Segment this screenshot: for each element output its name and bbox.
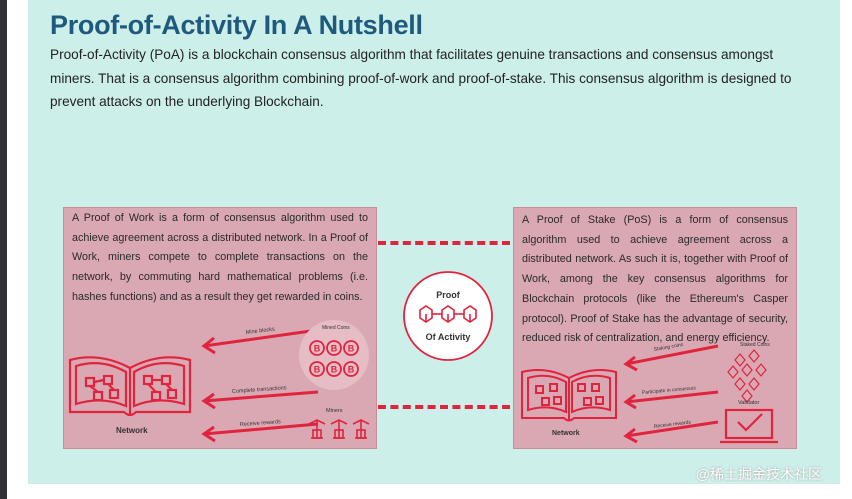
complete-transactions-arrow-label: Complete transactions xyxy=(232,385,287,395)
staked-coins-icon xyxy=(727,349,767,403)
coin-icon xyxy=(309,361,325,377)
pow-arrows xyxy=(201,328,319,443)
pos-illustration: Network Staking coins Participate in con… xyxy=(521,342,778,444)
coin-icon xyxy=(326,361,342,377)
window-edge xyxy=(0,0,7,499)
coin-icon xyxy=(309,340,325,356)
pos-network-label: Network xyxy=(552,430,580,437)
center-line1: Proof xyxy=(436,290,461,300)
pos-arrows xyxy=(623,344,719,444)
staking-coins-arrow-label: Staking coins xyxy=(653,342,684,353)
intro-paragraph: Proof-of-Activity (PoA) is a blockchain … xyxy=(50,47,792,109)
pos-description: A Proof of Stake (PoS) is a form of cons… xyxy=(522,214,788,345)
network-book-icon xyxy=(68,356,192,417)
blockchain-icon xyxy=(419,305,477,323)
coin-symbol: B xyxy=(331,344,338,354)
miners-icon xyxy=(308,419,370,439)
top-connector-line xyxy=(378,241,510,245)
validator-laptop-icon xyxy=(720,408,778,444)
center-line2: Of Activity xyxy=(426,332,471,342)
coin-symbol: B xyxy=(314,344,321,354)
coin-symbol: B xyxy=(348,365,355,375)
participate-consensus-arrow-label: Participate in consensus xyxy=(642,385,697,396)
watermark: @稀土掘金技术社区 xyxy=(695,466,822,482)
coin-icon xyxy=(343,361,359,377)
pow-network-label: Network xyxy=(116,426,148,435)
pos-receive-rewards-arrow-label: Receive rewards xyxy=(654,419,692,430)
infographic: Proof-of-Activity In A Nutshell Proof-of… xyxy=(28,0,840,484)
mine-blocks-arrow-label: Mine blocks xyxy=(246,326,276,336)
bottom-connector-line xyxy=(378,405,510,409)
coin-icon xyxy=(343,340,359,356)
coin-symbol: B xyxy=(314,365,321,375)
mined-coins-label: Mined Coins xyxy=(322,325,350,331)
staked-coins-label: Staked Coins xyxy=(740,342,770,348)
coin-symbol: B xyxy=(331,365,338,375)
pos-network-book-icon xyxy=(521,369,617,422)
proof-of-work-panel: A Proof of Work is a form of consensus a… xyxy=(63,207,377,449)
page-title: Proof-of-Activity In A Nutshell xyxy=(50,10,423,40)
pow-illustration: Network Mine blocks Complete transaction… xyxy=(68,320,370,443)
proof-of-stake-panel: A Proof of Stake (PoS) is a form of cons… xyxy=(513,207,797,449)
validator-label: Validator xyxy=(738,400,759,406)
pow-description: A Proof of Work is a form of consensus a… xyxy=(72,212,368,303)
proof-of-activity-badge: Proof Of Activity xyxy=(402,270,494,362)
coin-symbol: B xyxy=(348,344,355,354)
miners-label: Miners xyxy=(326,408,343,414)
receive-rewards-arrow-label: Receive rewards xyxy=(240,419,282,428)
coin-icon xyxy=(326,340,342,356)
